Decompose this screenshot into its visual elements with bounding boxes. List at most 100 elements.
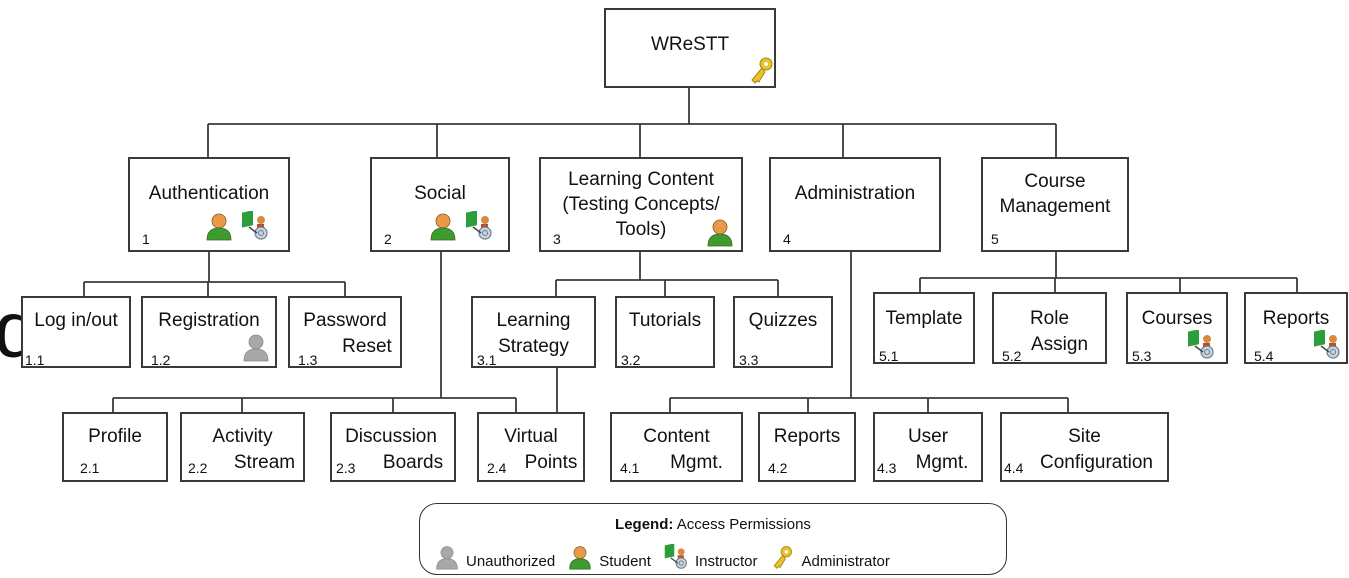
node-number: 4.3	[877, 460, 897, 476]
permission-icons	[1312, 330, 1342, 360]
node-number: 2	[384, 231, 392, 247]
node-number: 3.3	[739, 352, 759, 368]
legend-box: Legend: Access Permissions Unauthorized …	[419, 503, 1007, 575]
student-icon	[206, 213, 232, 241]
legend-item-label: Student	[599, 553, 651, 570]
node-label: Quizzes	[748, 310, 818, 331]
node-root: WReSTT	[604, 8, 776, 88]
node-label: Registration	[158, 310, 260, 331]
node-number: 5	[991, 231, 999, 247]
student-icon	[569, 546, 591, 570]
node-number: 2.1	[80, 460, 100, 476]
legend-item: Instructor	[663, 544, 764, 570]
node-label: Reset	[342, 336, 392, 357]
node-number: 1.2	[151, 352, 171, 368]
node-number: 5.2	[1002, 348, 1022, 364]
legend-title: Legend: Access Permissions	[615, 516, 811, 533]
node-label: Role	[1029, 308, 1070, 329]
node-number: 5.1	[879, 348, 899, 364]
legend-item-label: Unauthorized	[466, 553, 556, 570]
node-label: Configuration	[1039, 452, 1154, 473]
node-label: Password	[303, 310, 387, 331]
node-label: Points	[524, 452, 578, 473]
node-label: Learning	[496, 310, 571, 331]
instructor-icon	[466, 211, 492, 240]
permission-icons	[204, 211, 270, 241]
permission-icons	[1186, 330, 1216, 360]
node-number: 4	[783, 231, 791, 247]
node-number: 3.2	[621, 352, 641, 368]
node-label: Boards	[382, 452, 444, 473]
permission-icons	[428, 211, 494, 241]
node-number: 1.1	[25, 352, 45, 368]
node-label: Content	[643, 426, 710, 447]
unauthorized-icon	[243, 334, 269, 362]
node-label: Mgmt.	[915, 452, 969, 473]
node-label: Management	[999, 196, 1111, 217]
instructor-icon	[664, 544, 687, 569]
node-label: Reports	[773, 426, 841, 447]
node-label: Stream	[233, 452, 296, 473]
node-number: 1	[142, 231, 150, 247]
student-icon	[707, 219, 733, 247]
instructor-icon	[1314, 330, 1340, 359]
node-section-3: Learning Content (Testing Concepts/Tools)…	[539, 157, 743, 252]
node-number: 2.2	[188, 460, 208, 476]
node-label: Tools)	[615, 219, 667, 240]
node-number: 1.3	[298, 352, 318, 368]
node-number: 2.4	[487, 460, 507, 476]
permission-icons	[746, 55, 776, 85]
node-label: User	[907, 426, 949, 447]
student-icon	[430, 213, 456, 241]
node-number: 5.4	[1254, 348, 1274, 364]
node-label: Mgmt.	[670, 452, 723, 473]
node-number: 4.4	[1004, 460, 1024, 476]
permission-icons	[241, 332, 271, 362]
unauthorized-icon	[436, 546, 458, 570]
node-label: Activity	[212, 426, 273, 447]
node-subsection-1.2: Registration 1.2	[141, 296, 277, 368]
node-number: 4.1	[620, 460, 640, 476]
node-subsection-5.4: Reports 5.4	[1244, 292, 1348, 364]
node-label: Assign	[1030, 334, 1089, 355]
node-label: Strategy	[498, 336, 569, 357]
administrator-icon	[751, 57, 773, 84]
instructor-icon	[1188, 330, 1214, 359]
node-label: Profile	[88, 426, 142, 447]
node-section-2: Social 2	[370, 157, 510, 252]
node-number: 3	[553, 231, 561, 247]
node-label: Tutorials	[628, 310, 702, 331]
legend-item-label: Administrator	[801, 553, 890, 570]
node-number: 5.3	[1132, 348, 1152, 364]
node-label: (Testing Concepts/	[562, 194, 720, 215]
node-subsection-3.3: Quizzes 3.3	[733, 296, 833, 368]
permission-icons	[705, 217, 735, 247]
node-label: Reports	[1262, 308, 1330, 329]
node-label: Courses	[1141, 308, 1213, 329]
node-label: WReSTT	[650, 34, 730, 55]
legend-item: Administrator	[769, 544, 895, 570]
node-label: Site	[1068, 426, 1101, 447]
legend-item: Unauthorized	[434, 544, 561, 570]
node-label: Social	[414, 183, 466, 204]
node-subsection-3.2: Tutorials 3.2	[615, 296, 715, 368]
node-subsection-5.1: Template 5.1	[873, 292, 975, 364]
node-number: 2.3	[336, 460, 356, 476]
node-label: Learning Content	[568, 169, 714, 190]
node-label: Template	[885, 308, 963, 329]
legend-items: Unauthorized Student Instructor Administ…	[434, 544, 896, 570]
